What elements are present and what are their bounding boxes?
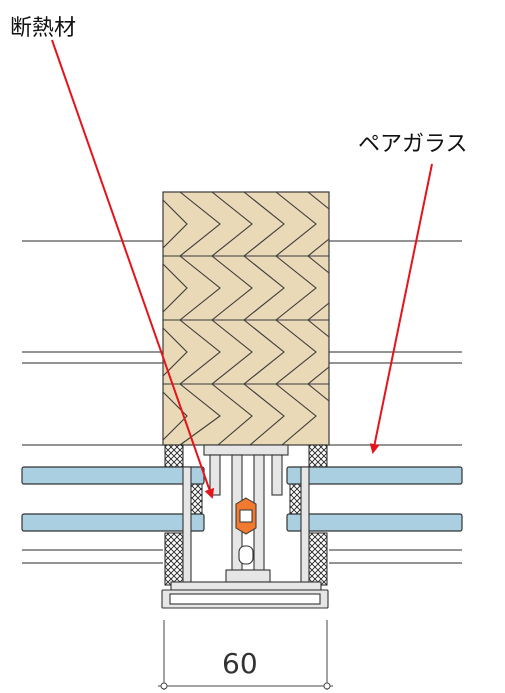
dimension-line <box>158 620 333 690</box>
insulation-label: 断熱材 <box>10 16 77 41</box>
glass-panes <box>21 466 463 532</box>
pair-glass-arrow-icon <box>369 163 433 454</box>
wall-lines <box>22 240 462 564</box>
leader-arrows <box>51 39 433 499</box>
insulation-arrow-icon <box>51 39 215 499</box>
dimension-label: 60 <box>222 647 258 680</box>
thermal-break <box>235 497 257 535</box>
wood-post <box>162 191 330 446</box>
pair-glass-label: ペアガラス <box>358 132 468 157</box>
